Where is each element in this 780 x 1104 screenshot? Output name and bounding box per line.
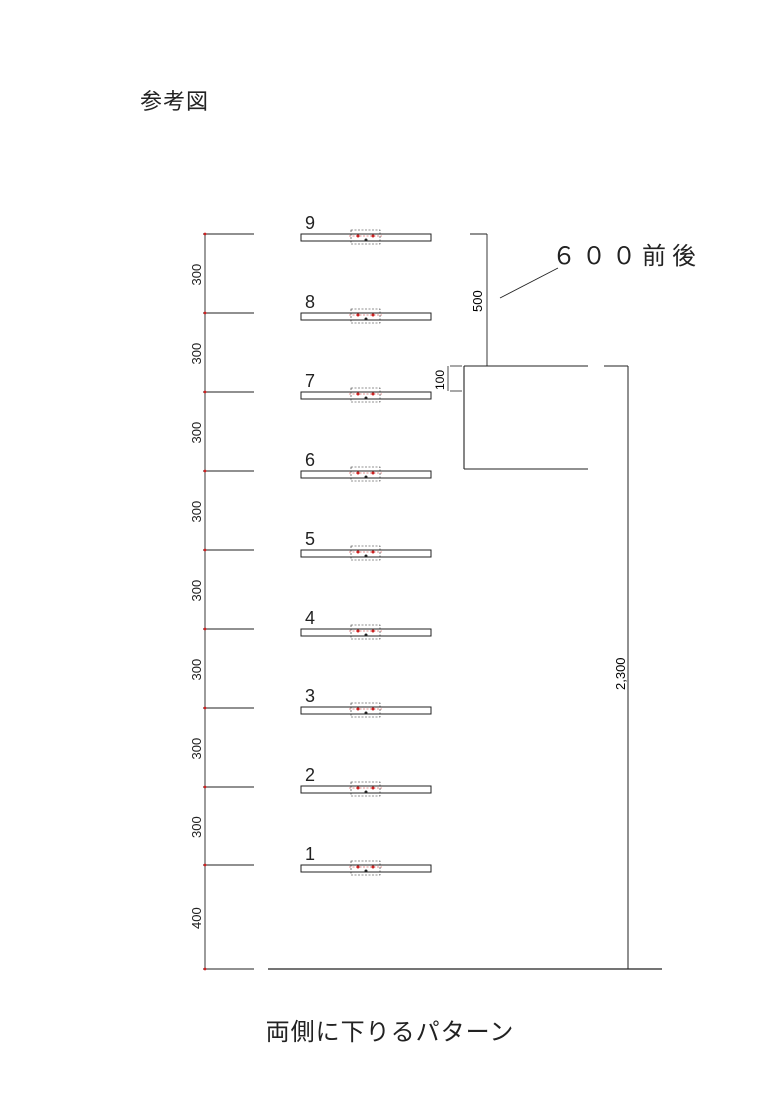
dimension-100 — [447, 365, 462, 392]
bracket-screw — [356, 392, 360, 396]
shelf-1: 1 — [300, 844, 432, 876]
bracket-pivot — [364, 790, 368, 794]
bracket-outline — [350, 308, 381, 324]
shelf-group: 1 2 3 4 5 6 7 8 9 — [300, 213, 432, 876]
shelf-label: 3 — [305, 686, 315, 706]
dimension-tick-dot — [203, 706, 207, 710]
bracket-screw — [371, 629, 375, 633]
left-dimension-label: 300 — [189, 343, 204, 365]
bracket-screw — [356, 786, 360, 790]
bracket-pivot — [364, 869, 368, 873]
bracket-screw — [371, 471, 375, 475]
shelf-4: 4 — [300, 608, 432, 640]
landing-box — [463, 365, 628, 470]
shelf-label: 6 — [305, 450, 315, 470]
bracket-screw — [371, 707, 375, 711]
bracket-screw — [356, 234, 360, 238]
dimension-tick-dot — [203, 548, 207, 552]
bracket-screw — [371, 392, 375, 396]
left-dimension-label: 300 — [189, 422, 204, 444]
shelf-label: 4 — [305, 608, 315, 628]
bracket-screw — [356, 629, 360, 633]
shelf-label: 7 — [305, 371, 315, 391]
bracket-screw — [356, 313, 360, 317]
dimension-tick-dot — [203, 863, 207, 867]
bracket-outline — [350, 387, 381, 403]
dimension-tick-dot — [203, 232, 207, 236]
left-dimension-label: 300 — [189, 816, 204, 838]
bracket-outline — [350, 624, 381, 640]
bracket-pivot — [364, 396, 368, 400]
left-dimension-label: 300 — [189, 264, 204, 286]
shelf-9: 9 — [300, 213, 432, 245]
left-dimension-label: 300 — [189, 580, 204, 602]
shelf-2: 2 — [300, 765, 432, 797]
left-dimension-label: 300 — [189, 738, 204, 760]
bracket-pivot — [364, 554, 368, 558]
bracket-screw — [371, 550, 375, 554]
bracket-screw — [356, 865, 360, 869]
dimension-tick-dot — [203, 390, 207, 394]
bracket-outline — [350, 466, 381, 482]
bracket-pivot — [364, 317, 368, 321]
dimension-tick-dot — [203, 469, 207, 473]
shelf-label: 2 — [305, 765, 315, 785]
callout-label: ６００前後 — [552, 242, 702, 270]
bracket-screw — [356, 471, 360, 475]
dimension-2300-label: 2,300 — [613, 657, 628, 690]
dimension-tick-dot — [203, 967, 207, 971]
shelf-7: 7 — [300, 371, 432, 403]
shelf-label: 9 — [305, 213, 315, 233]
dimension-500 — [470, 233, 488, 366]
dimension-100-label: 100 — [433, 370, 447, 390]
callout-leader — [499, 267, 559, 299]
bracket-screw — [371, 786, 375, 790]
bracket-pivot — [364, 238, 368, 242]
bracket-screw — [356, 550, 360, 554]
dimension-tick-dot — [203, 627, 207, 631]
shelf-label: 1 — [305, 844, 315, 864]
shelf-label: 8 — [305, 292, 315, 312]
bracket-pivot — [364, 711, 368, 715]
drawing-caption: 両側に下りるパターン — [265, 1018, 515, 1046]
bracket-outline — [350, 702, 381, 718]
bracket-outline — [350, 860, 381, 876]
bracket-pivot — [364, 633, 368, 637]
shelf-label: 5 — [305, 529, 315, 549]
shelf-6: 6 — [300, 450, 432, 482]
left-dimension-label: 300 — [189, 501, 204, 523]
drawing-title: 参考図 — [140, 90, 210, 115]
bracket-outline — [350, 229, 381, 245]
bracket-screw — [371, 865, 375, 869]
shelf-8: 8 — [300, 292, 432, 324]
bracket-screw — [356, 707, 360, 711]
dimension-500-label: 500 — [470, 290, 485, 312]
bracket-screw — [371, 313, 375, 317]
dimension-tick-dot — [203, 311, 207, 315]
left-dimension-label: 400 — [189, 907, 204, 929]
bracket-screw — [371, 234, 375, 238]
shelf-5: 5 — [300, 529, 432, 561]
dimension-tick-dot — [203, 785, 207, 789]
left-dimension-line: 300 300 300 300 300 300 300 300 400 — [189, 232, 254, 971]
bracket-outline — [350, 545, 381, 561]
bracket-pivot — [364, 475, 368, 479]
bracket-outline — [350, 781, 381, 797]
left-dimension-label: 300 — [189, 659, 204, 681]
shelf-3: 3 — [300, 686, 432, 718]
